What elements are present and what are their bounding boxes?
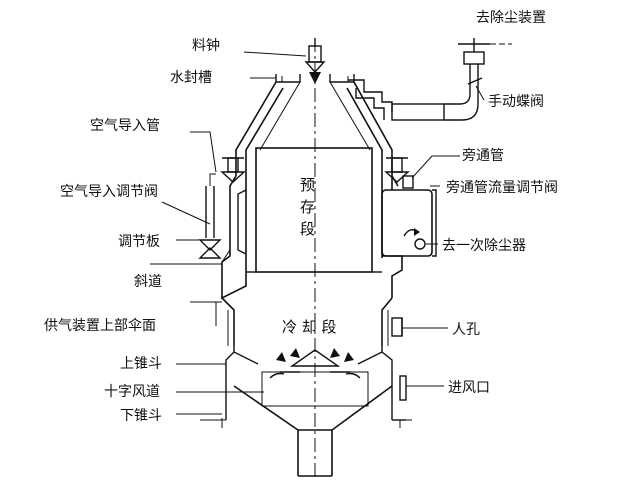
label-water-seal-trough: 水封槽: [170, 70, 212, 86]
label-dust-removal-device: 去除尘装置: [476, 10, 546, 26]
right-flue: [372, 175, 437, 298]
cooling-shell: [221, 297, 393, 420]
air-inlet-pipe: [198, 157, 246, 259]
label-manhole: 人孔: [452, 322, 480, 338]
zone-cooling: 冷 却 段: [282, 318, 337, 336]
label-material-bell: 料钟: [192, 37, 220, 54]
material-bell: [304, 38, 326, 84]
label-air-inlet-regulating-valve: 空气导入调节阀: [60, 184, 158, 200]
zone-prestorage-2: 存: [300, 198, 315, 216]
zone-prestorage-3: 段: [300, 220, 315, 238]
bypass-pipe: [384, 157, 414, 189]
outlet-circle: [414, 238, 426, 250]
label-air-inlet: 进风口: [448, 380, 490, 396]
lower-cone: [221, 385, 401, 477]
label-lower-cone: 下锥斗: [120, 408, 162, 424]
label-air-inlet-pipe: 空气导入管: [90, 118, 160, 134]
label-regulating-plate: 调节板: [118, 234, 160, 250]
label-chute: 斜道: [134, 274, 162, 290]
left-flue: [221, 175, 256, 300]
label-bypass-flow-regulating-valve: 旁通管流量调节阀: [446, 179, 558, 196]
dust-removal-duct: [348, 38, 512, 121]
cross-air-duct: [261, 348, 369, 407]
label-bypass-pipe: 旁通管: [462, 147, 504, 164]
manhole: [391, 317, 403, 337]
label-manual-butterfly-valve: 手动蝶阀: [488, 94, 544, 110]
prestorage-chamber: [255, 147, 373, 273]
label-primary-dust-collector: 去一次除尘器: [442, 238, 526, 254]
label-cross-air-duct: 十字风道: [104, 384, 160, 400]
primary-dust-collector-box: [381, 189, 433, 257]
leader-lines: [150, 51, 485, 421]
zone-prestorage-1: 预: [300, 176, 315, 194]
label-upper-cone: 上锥斗: [120, 356, 162, 372]
air-inlet-box: [392, 375, 407, 421]
label-supply-upper-umbrella: 供气装置上部伞面: [44, 317, 156, 334]
